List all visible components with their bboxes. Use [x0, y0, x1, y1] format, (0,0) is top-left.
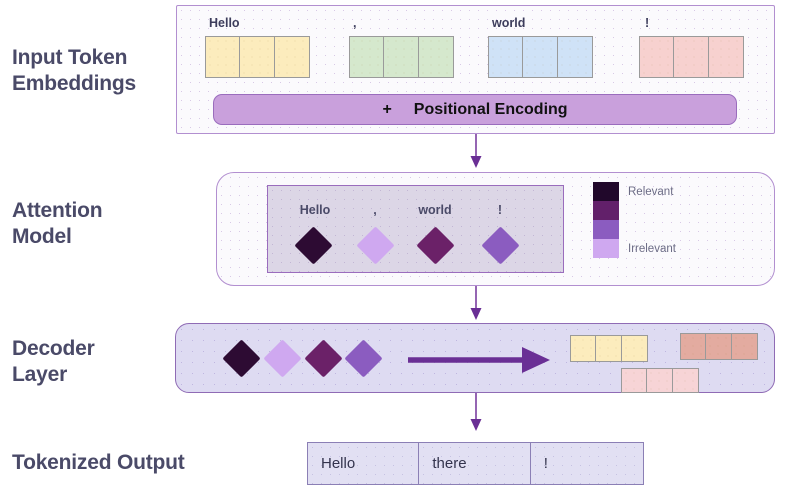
- attention-token-label-0: Hello: [299, 203, 331, 217]
- embedding-cell: [680, 333, 706, 360]
- input-token-label-3: !: [645, 16, 650, 30]
- embedding-cell: [621, 368, 647, 393]
- attention-token-label-1: ,: [373, 203, 377, 217]
- embedding-cell: [275, 36, 310, 78]
- decoder-diamond-1: [263, 339, 302, 378]
- decoder-flow-arrow-icon: [408, 347, 550, 373]
- input-embedding-group-0: [205, 36, 310, 78]
- plus-icon: +: [382, 100, 392, 118]
- embedding-cell: [488, 36, 523, 78]
- embedding-cell: [349, 36, 384, 78]
- row-label-attention-model: Attention Model: [12, 199, 103, 249]
- legend-label-relevant: Relevant: [628, 186, 674, 198]
- embedding-cell: [558, 36, 593, 78]
- decoder-layer-panel: [175, 323, 775, 393]
- decoder-output-group-2: [621, 368, 699, 393]
- legend-swatch-0: [593, 182, 619, 201]
- tokenized-output-table: Hello there !: [307, 442, 644, 485]
- input-embedding-group-1: [349, 36, 454, 78]
- embedding-cell: [709, 36, 744, 78]
- embedding-cell: [647, 368, 673, 393]
- row-label-tokenized-output: Tokenized Output: [12, 451, 185, 474]
- legend-swatch-3: [593, 239, 619, 258]
- embedding-cell: [673, 368, 699, 393]
- attention-diamond-2: [416, 226, 455, 265]
- attention-diamond-0: [294, 226, 333, 265]
- arrow-input-to-attention: [470, 134, 482, 168]
- attention-diamond-1: [356, 226, 395, 265]
- positional-encoding-bar[interactable]: + Positional Encoding: [213, 94, 737, 125]
- row-label-decoder-layer: Decoder Layer: [12, 337, 95, 387]
- decoder-output-group-1: [680, 333, 758, 360]
- attention-token-label-3: !: [497, 203, 503, 217]
- input-embedding-group-2: [488, 36, 593, 78]
- embedding-cell: [523, 36, 558, 78]
- input-token-label-0: Hello: [209, 16, 240, 30]
- embedding-cell: [240, 36, 275, 78]
- output-cell-0: Hello: [308, 443, 420, 484]
- embedding-cell: [205, 36, 240, 78]
- embedding-cell: [419, 36, 454, 78]
- attention-grid: Hello , world !: [267, 185, 564, 273]
- input-token-label-2: world: [492, 16, 526, 30]
- decoder-diamond-2: [304, 339, 343, 378]
- embedding-cell: [596, 335, 622, 362]
- embedding-cell: [384, 36, 419, 78]
- input-embeddings-panel: Hello , world ! + Positional Encodi: [176, 5, 775, 134]
- positional-encoding-label: Positional Encoding: [413, 100, 568, 118]
- embedding-cell: [570, 335, 596, 362]
- embedding-cell: [639, 36, 674, 78]
- decoder-output-group-0: [570, 335, 648, 362]
- attention-diamond-3: [481, 226, 520, 265]
- legend-swatch-2: [593, 220, 619, 239]
- row-label-input-token-embeddings: Input Token Embeddings: [12, 46, 137, 96]
- output-cell-2: !: [530, 443, 644, 484]
- legend-swatch-1: [593, 201, 619, 220]
- legend-label-irrelevant: Irrelevant: [628, 243, 676, 255]
- input-embedding-group-3: [639, 36, 744, 78]
- decoder-diamond-0: [222, 339, 261, 378]
- arrow-attention-to-decoder: [470, 286, 482, 320]
- embedding-cell: [732, 333, 758, 360]
- output-cell-1: there: [419, 443, 531, 484]
- input-token-label-1: ,: [353, 16, 357, 30]
- embedding-cell: [706, 333, 732, 360]
- attention-model-panel: Hello , world ! Relevant Irrelevant: [216, 172, 775, 286]
- decoder-diamond-3: [344, 339, 383, 378]
- attention-token-label-2: world: [418, 203, 452, 217]
- arrow-decoder-to-output: [470, 393, 482, 431]
- embedding-cell: [622, 335, 648, 362]
- embedding-cell: [674, 36, 709, 78]
